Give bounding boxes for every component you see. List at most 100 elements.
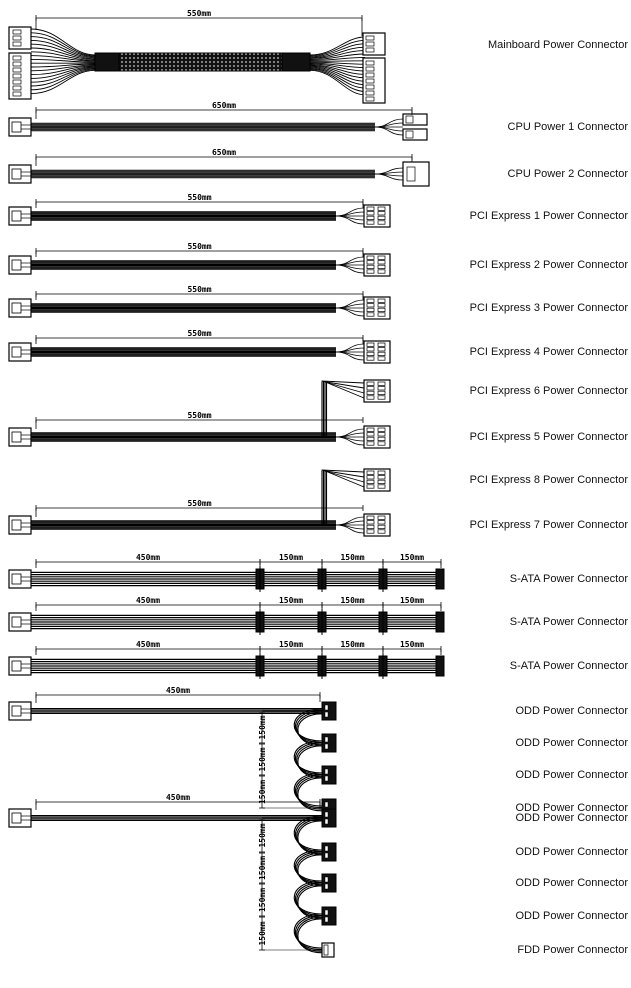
pcie-pin-cell: [366, 386, 375, 391]
connector-label: PCI Express 1 Power Connector: [469, 210, 628, 222]
pcie-pin-cell: [377, 529, 386, 534]
wire-fan: [30, 58, 96, 63]
wire-fan: [30, 68, 96, 87]
odd-pin-cell: [324, 845, 329, 852]
dimension-label: 150mm: [340, 596, 364, 605]
pcie-pin-cell: [377, 441, 386, 446]
odd-connector: [321, 733, 337, 753]
pcie-pin-cell: [377, 427, 386, 432]
wire-fan: [30, 66, 96, 79]
connector-label: PCI Express 7 Power Connector: [469, 519, 628, 531]
dimension-label: 550mm: [187, 193, 211, 202]
pcie-pin-cell: [366, 356, 375, 361]
dimension-label: 150mm: [258, 780, 267, 804]
dimension-label: 550mm: [187, 329, 211, 338]
pcie-pin-cell: [377, 381, 386, 386]
pcie-pin-cell: [377, 307, 386, 312]
odd-loop-wire: [293, 880, 323, 915]
wire-fan: [374, 173, 404, 181]
connector-label: ODD Power Connector: [515, 802, 629, 814]
pcie-pin-cell: [366, 303, 375, 308]
cpu-pin-cell: [405, 130, 414, 139]
pcie-pin-cell: [366, 260, 375, 265]
dimension-label: 550mm: [187, 285, 211, 294]
wire-fan: [309, 39, 366, 57]
wire-branch: [324, 381, 365, 394]
wire-branch: [326, 471, 365, 488]
pcie-pin-cell: [366, 441, 375, 446]
pcie-pin-cell: [377, 351, 386, 356]
wire-fan: [309, 56, 366, 61]
odd-pin-cell: [324, 876, 329, 883]
pcie-pin-cell: [366, 520, 375, 525]
pcie-pin-cell: [377, 211, 386, 216]
connector-label: S-ATA Power Connector: [509, 616, 628, 628]
odd-pin-cell: [324, 801, 329, 808]
dimension-label: 150mm: [258, 888, 267, 912]
pcie-pin-cell: [377, 269, 386, 274]
pcie-pin-cell: [377, 303, 386, 308]
pcie-pin-cell: [377, 432, 386, 437]
mainboard-pin-cell: [365, 78, 375, 84]
wire-fan: [30, 55, 96, 62]
pcie-pin-cell: [366, 381, 375, 386]
odd-loop-wire: [295, 774, 323, 809]
mainboard-pin-cell: [12, 55, 22, 61]
pcie-pin-cell: [366, 215, 375, 220]
wire-branch: [324, 470, 365, 483]
left-plug-latch: [11, 616, 22, 628]
dimension-label: 150mm: [340, 553, 364, 562]
sata-end-connector: [435, 568, 445, 590]
mainboard-pin-cell: [12, 91, 22, 97]
wire-fan: [30, 67, 96, 83]
left-plug-latch: [11, 519, 22, 531]
pcie-pin-cell: [366, 298, 375, 303]
pcie-pin-cell: [366, 479, 375, 484]
odd-loop-wire: [295, 915, 323, 951]
pcie-pin-cell: [377, 386, 386, 391]
mainboard-sleeve-end: [94, 52, 120, 72]
left-plug-latch: [11, 302, 22, 314]
wire-fan: [309, 68, 366, 89]
wire-branch: [321, 380, 365, 384]
pcie-pin-cell: [366, 427, 375, 432]
left-plug-latch: [11, 431, 22, 443]
connector-label: ODD Power Connector: [515, 769, 629, 781]
odd-pin-cell: [324, 711, 329, 718]
connector-label: FDD Power Connector: [517, 944, 628, 956]
odd-pin-cell: [324, 736, 329, 743]
mainboard-mesh-sleeve: [118, 52, 283, 72]
odd-pin-cell: [324, 811, 329, 818]
dimension-label: 450mm: [136, 640, 160, 649]
dimension-label: 450mm: [166, 686, 190, 695]
dimension-label: 150mm: [258, 856, 267, 880]
odd-pin-cell: [324, 916, 329, 923]
wire-fan: [30, 36, 96, 58]
odd-loop-wire: [293, 815, 323, 851]
pcie-pin-cell: [366, 269, 375, 274]
connector-label: ODD Power Connector: [515, 812, 629, 824]
pcie-pin-cell: [377, 484, 386, 489]
connector-label: ODD Power Connector: [515, 737, 629, 749]
wire-fan: [30, 39, 96, 59]
dimension-label: 150mm: [340, 640, 364, 649]
wire-fan: [309, 62, 366, 69]
dimension-label: 150mm: [258, 823, 267, 847]
dimension-label: 450mm: [166, 793, 190, 802]
mainboard-pin-cell: [365, 84, 375, 90]
wire-fan: [335, 307, 365, 317]
pcie-pin-cell: [366, 255, 375, 260]
mainboard-pin-cell: [365, 47, 375, 53]
pcie-pin-cell: [366, 206, 375, 211]
wire-fan: [30, 43, 96, 60]
connector-label: ODD Power Connector: [515, 877, 629, 889]
wire-fan: [30, 32, 96, 57]
left-plug-latch: [11, 660, 22, 672]
connector-label: CPU Power 1 Connector: [507, 121, 628, 133]
pcie-pin-cell: [377, 436, 386, 441]
pcie-pin-cell: [366, 515, 375, 520]
wire-fan: [309, 69, 366, 96]
pcie-pin-cell: [377, 298, 386, 303]
wire-branch: [323, 469, 365, 478]
connector-label: PCI Express 8 Power Connector: [469, 474, 628, 486]
